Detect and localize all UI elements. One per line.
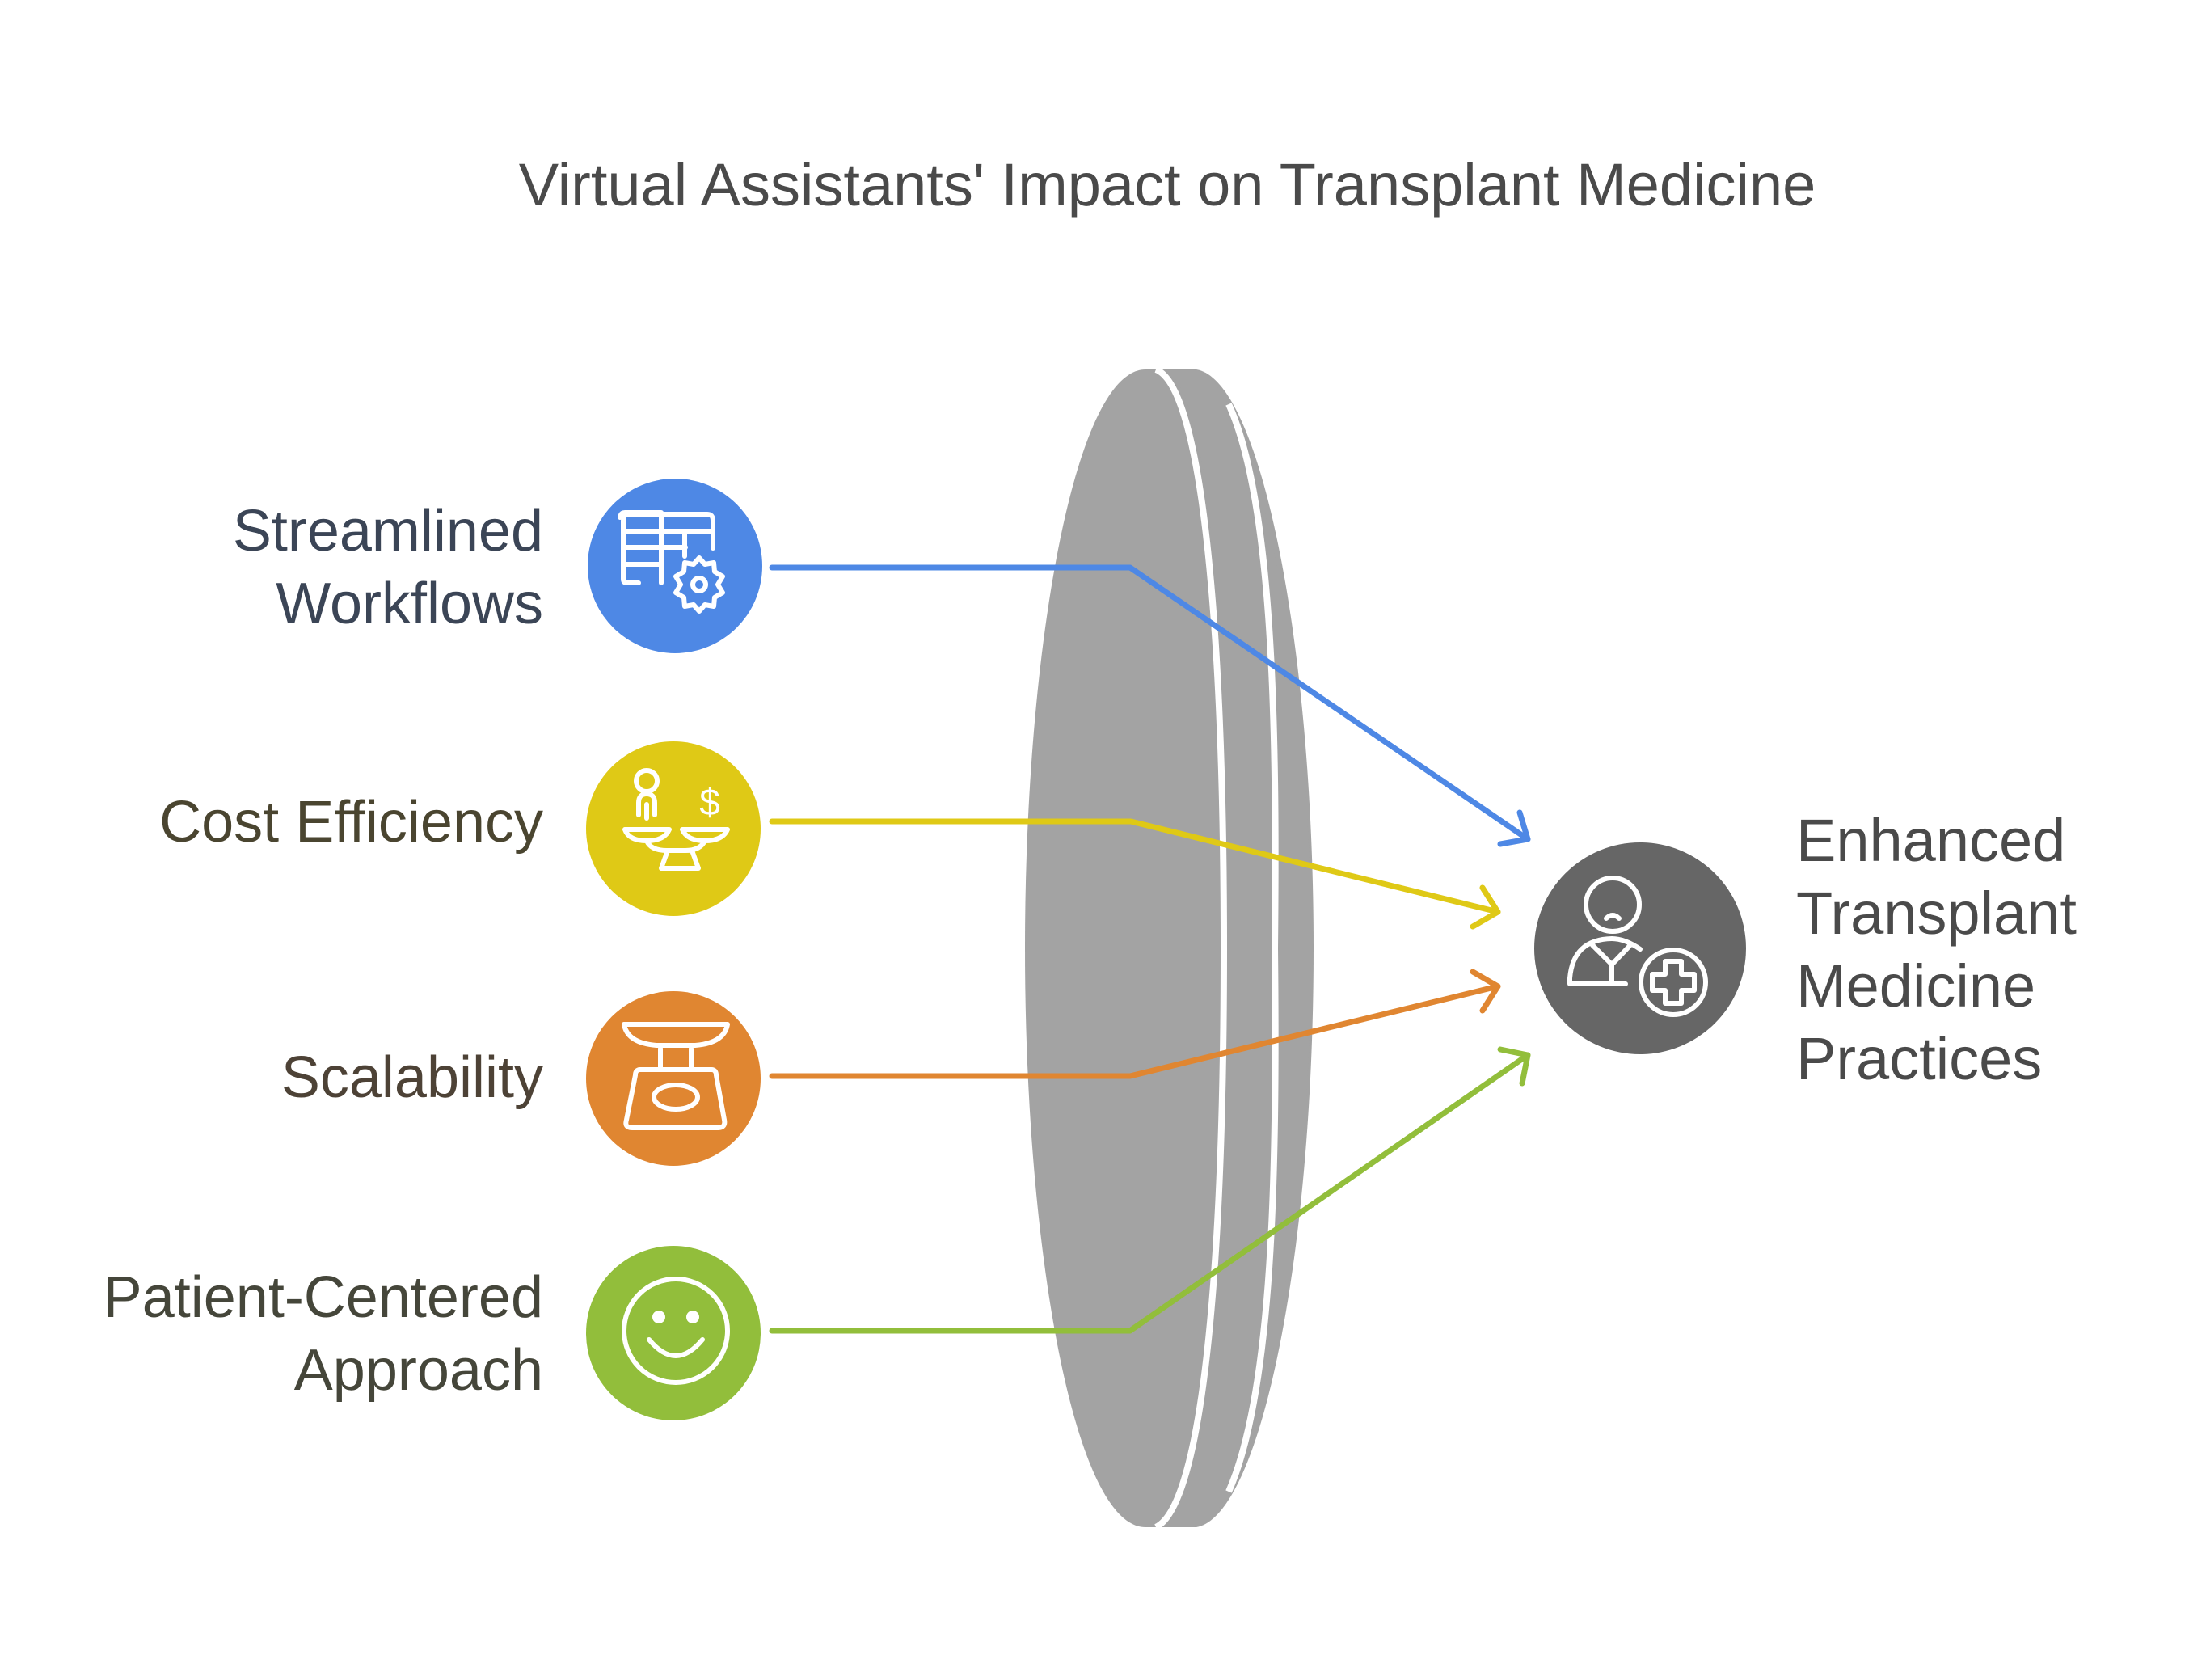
smiley-face-icon xyxy=(622,1277,730,1385)
connector-scalability xyxy=(769,969,1501,1079)
node-streamlined-workflows xyxy=(588,479,762,653)
node-cost-efficiency: $ xyxy=(586,741,761,916)
person-money-balance-icon: $ xyxy=(622,768,730,871)
title-text: Virtual Assistants' Impact on Transplant… xyxy=(518,151,1816,218)
label-line: Cost Efficiency xyxy=(159,790,543,855)
label-scalability: Scalability xyxy=(281,1041,543,1114)
svg-text:$: $ xyxy=(699,781,720,823)
connector-cost-efficiency xyxy=(769,818,1501,930)
doctor-medical-plus-icon xyxy=(1567,876,1708,1017)
label-line: Enhanced xyxy=(1796,807,2066,874)
label-line: Scalability xyxy=(280,1045,543,1110)
connector-streamlined-workflows xyxy=(769,564,1531,847)
spreadsheet-gear-icon xyxy=(618,510,725,614)
label-patient-centered-approach: Patient-Centered Approach xyxy=(103,1261,543,1407)
label-line: Workflows xyxy=(276,572,543,636)
label-line: Approach xyxy=(293,1338,543,1403)
label-line: Practices xyxy=(1796,1025,2043,1092)
diagram-title: Virtual Assistants' Impact on Transplant… xyxy=(0,150,2189,219)
node-patient-centered xyxy=(586,1246,761,1420)
weighing-scale-icon xyxy=(622,1022,730,1130)
label-line: Transplant xyxy=(1796,880,2077,947)
lens-shape xyxy=(1025,366,1314,1530)
connector-patient-centered xyxy=(769,1046,1531,1334)
label-line: Patient-Centered xyxy=(103,1265,543,1330)
label-line: Medicine xyxy=(1796,952,2036,1019)
node-scalability xyxy=(586,991,761,1166)
label-line: Streamlined xyxy=(232,499,543,564)
node-enhanced-transplant-medicine xyxy=(1534,842,1746,1054)
label-streamlined-workflows: Streamlined Workflows xyxy=(233,495,543,640)
label-enhanced-transplant-medicine-practices: Enhanced Transplant Medicine Practices xyxy=(1796,804,2077,1095)
label-cost-efficiency: Cost Efficiency xyxy=(159,786,543,859)
